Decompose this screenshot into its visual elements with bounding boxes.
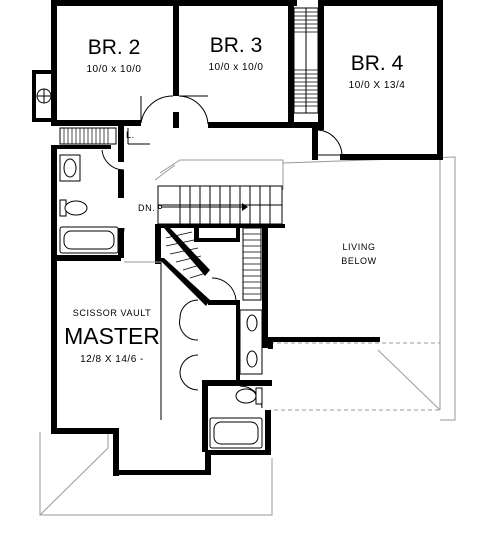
br3-name: BR. 3 bbox=[210, 34, 263, 57]
linen-label: L. bbox=[126, 130, 135, 140]
master-dims: 12/8 X 14/6 - bbox=[80, 354, 144, 365]
br2-dims: 10/0 x 10/0 bbox=[87, 64, 142, 75]
walls bbox=[32, 0, 443, 476]
closets bbox=[59, 7, 319, 301]
doors bbox=[101, 95, 343, 420]
staircase bbox=[157, 185, 283, 279]
living-below-line2: BELOW bbox=[341, 256, 377, 266]
bath-fixtures bbox=[36, 88, 263, 449]
master-name: MASTER bbox=[64, 323, 160, 349]
master-vault: SCISSOR VAULT bbox=[73, 308, 151, 318]
br4-dims: 10/0 X 13/4 bbox=[349, 80, 406, 91]
room-labels: BR. 2 10/0 x 10/0 BR. 3 10/0 x 10/0 BR. … bbox=[64, 34, 405, 365]
lower-level-outlines bbox=[39, 156, 456, 516]
br4-name: BR. 4 bbox=[351, 52, 404, 75]
br3-dims: 10/0 x 10/0 bbox=[209, 62, 264, 73]
living-below-line1: LIVING bbox=[342, 242, 375, 252]
stair-down-label: DN. bbox=[138, 203, 155, 213]
br2-name: BR. 2 bbox=[88, 36, 141, 59]
